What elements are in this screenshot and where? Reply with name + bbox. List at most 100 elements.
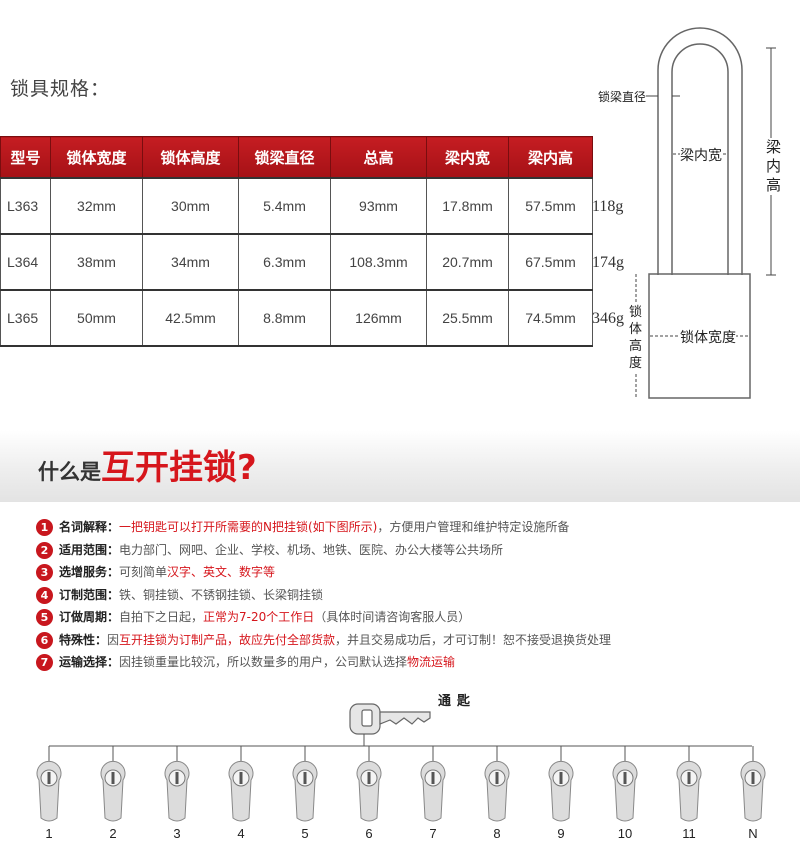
cell-inner-width: 25.5mm	[426, 289, 509, 347]
list-item: 2 适用范围：电力部门、网吧、企业、学校、机场、地铁、医院、办公大楼等公共场所	[36, 539, 776, 562]
header-total-height: 总高	[330, 136, 427, 179]
label-body-width: 锁体宽度	[680, 327, 736, 347]
cell-inner-height: 67.5mm	[508, 233, 593, 291]
master-key-label: 通匙	[438, 694, 477, 709]
item-label: 订制范围：	[59, 587, 120, 602]
cylinder-number: 4	[237, 826, 245, 841]
weight-value: 174g	[592, 254, 624, 271]
item-text: 可刻简单	[119, 565, 168, 579]
cylinder-number: 1	[45, 826, 53, 841]
cell-shackle: 5.4mm	[238, 177, 331, 235]
label-body-height: 锁体高度	[629, 304, 645, 372]
lock-cylinder-icon	[356, 746, 382, 822]
lock-cylinder-icon	[292, 746, 318, 822]
item-text: 因挂锁重量比较沉，所以数量多的用户，公司默认选择	[119, 655, 408, 669]
cell-model: L364	[0, 233, 51, 291]
item-text: ，并且交易成功后，才可订制！恕不接受退换货处理	[335, 632, 612, 647]
item-number-badge: 7	[36, 654, 53, 671]
section-banner	[0, 430, 800, 502]
cell-inner-width: 20.7mm	[426, 233, 509, 291]
header-inner-width: 梁内宽	[426, 136, 509, 179]
lock-cylinder-icon	[484, 746, 510, 822]
item-text: 一把钥匙可以打开所需要的N把挂锁(如下图所示)	[119, 520, 378, 534]
lock-cylinder-icon	[740, 746, 766, 822]
item-label: 订做周期：	[59, 610, 120, 624]
table-header-row: 型号 锁体宽度 锁体高度 锁梁直径 总高 梁内宽 梁内高	[0, 136, 593, 179]
cell-height: 34mm	[142, 233, 239, 291]
list-item: 5 订做周期：自拍下之日起，正常为7-20个工作日（具体时间请咨询客服人员）	[36, 606, 776, 629]
item-number-badge: 5	[36, 609, 53, 626]
item-text: ，方便用户管理和维护特定设施所备	[377, 520, 570, 534]
cylinder-number: 3	[173, 826, 181, 841]
lock-cylinder-icon	[100, 746, 126, 822]
key-cylinder-diagram	[36, 703, 766, 822]
header-inner-height: 梁内高	[508, 136, 593, 179]
item-text: （具体时间请咨询客服人员）	[314, 610, 471, 624]
item-text: 铁、铜挂锁、不锈钢挂锁、长梁铜挂锁	[119, 587, 324, 602]
cell-total: 93mm	[330, 177, 427, 235]
header-body-width: 锁体宽度	[50, 136, 143, 179]
lock-cylinder-icon	[612, 746, 638, 822]
header-model: 型号	[0, 136, 51, 179]
banner-heading: 什么是互开挂锁?	[38, 440, 257, 489]
item-text: 自拍下之日起，	[119, 610, 204, 624]
cell-inner-width: 17.8mm	[426, 177, 509, 235]
item-number-badge: 6	[36, 631, 53, 649]
label-inner-width: 梁内宽	[680, 145, 722, 165]
cell-width: 50mm	[50, 289, 143, 347]
item-number-badge: 3	[36, 564, 53, 581]
list-item: 3 选增服务：可刻简单汉字、英文、数字等	[36, 561, 776, 584]
header-shackle-diameter: 锁梁直径	[238, 136, 331, 179]
banner-main: 互开挂锁?	[101, 448, 257, 488]
cylinder-number: N	[748, 826, 758, 841]
header-body-height: 锁体高度	[142, 136, 239, 179]
cell-total: 108.3mm	[330, 233, 427, 291]
item-label: 选增服务：	[59, 565, 120, 579]
item-text: 电力部门、网吧、企业、学校、机场、地铁、医院、办公大楼等公共场所	[119, 542, 504, 557]
weight-value: 118g	[592, 198, 624, 215]
table-row: L365 50mm 42.5mm 8.8mm 126mm 25.5mm 74.5…	[0, 289, 593, 347]
cell-shackle: 6.3mm	[238, 233, 331, 291]
weight-value: 346g	[592, 310, 624, 327]
item-label: 特殊性：	[59, 632, 108, 647]
spec-title: 锁具规格：	[10, 78, 111, 100]
key-icon	[349, 703, 431, 735]
lock-dimension-diagram: 锁梁直径 梁内宽 梁内高 锁体高度 锁体宽度	[596, 20, 800, 410]
cell-model: L365	[0, 289, 51, 347]
cylinder-number: 11	[682, 826, 696, 841]
item-text: 汉字、英文、数字等	[167, 565, 276, 579]
banner-pre: 什么是	[38, 460, 101, 484]
item-number-badge: 1	[36, 519, 53, 536]
item-number-badge: 2	[36, 541, 53, 559]
cell-shackle: 8.8mm	[238, 289, 331, 347]
lock-cylinder-icon	[676, 746, 702, 822]
item-number-badge: 4	[36, 586, 53, 604]
cell-width: 38mm	[50, 233, 143, 291]
cell-width: 32mm	[50, 177, 143, 235]
cylinder-number: 6	[365, 826, 373, 841]
cell-inner-height: 74.5mm	[508, 289, 593, 347]
item-text: 互开挂锁为订制产品，故应先付全部货款	[119, 632, 336, 647]
cylinder-group	[36, 746, 766, 822]
lock-cylinder-icon	[548, 746, 574, 822]
item-label: 适用范围：	[59, 542, 120, 557]
item-text: 物流运输	[407, 655, 456, 669]
list-item: 7 运输选择：因挂锁重量比较沉，所以数量多的用户，公司默认选择物流运输	[36, 651, 776, 674]
cell-height: 30mm	[142, 177, 239, 235]
cylinder-number: 7	[429, 826, 437, 841]
lock-cylinder-icon	[420, 746, 446, 822]
cell-inner-height: 57.5mm	[508, 177, 593, 235]
item-text: 正常为7-20个工作日	[203, 610, 315, 624]
cylinder-number: 10	[617, 826, 633, 841]
cylinder-number: 5	[301, 826, 309, 841]
label-shackle-diameter: 锁梁直径	[598, 88, 647, 105]
cylinder-number: 2	[109, 826, 117, 841]
list-item: 4 订制范围：铁、铜挂锁、不锈钢挂锁、长梁铜挂锁	[36, 584, 776, 607]
lock-cylinder-icon	[228, 746, 254, 822]
cell-model: L363	[0, 177, 51, 235]
lock-cylinder-icon	[164, 746, 190, 822]
item-label: 运输选择：	[59, 655, 120, 669]
table-row: L364 38mm 34mm 6.3mm 108.3mm 20.7mm 67.5…	[0, 233, 593, 291]
